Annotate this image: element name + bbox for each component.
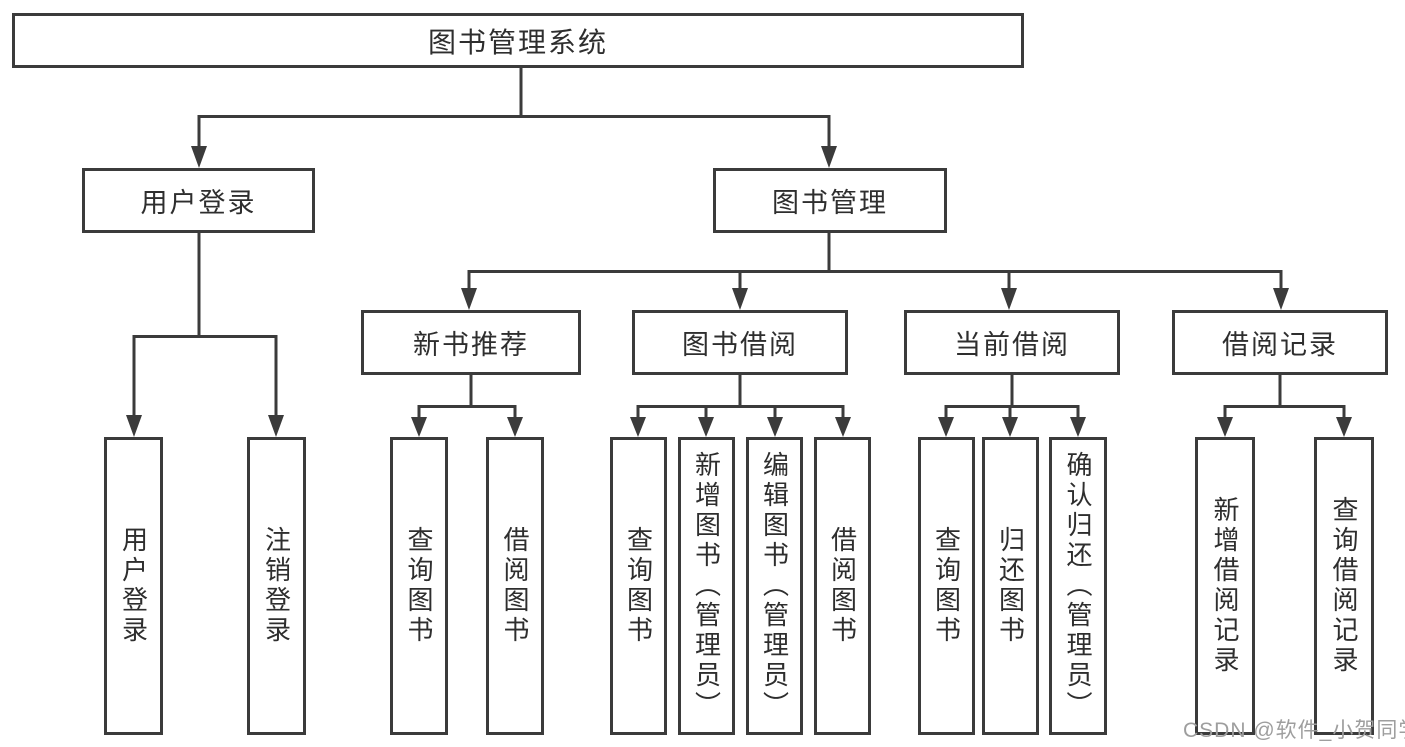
node-borrow-records-label: 借阅记录 xyxy=(1222,330,1338,360)
node-return-book-label: 归还图书 xyxy=(995,526,1026,646)
node-borrow-books-leaf-label: 借阅图书 xyxy=(827,526,858,646)
connector-new-book-to-leaves xyxy=(417,375,517,419)
node-user-login-leaf-label: 用户登录 xyxy=(118,526,149,646)
node-query-borrow-record: 查询借阅记录 xyxy=(1314,437,1374,735)
node-edit-book-admin-label: 编辑图书（管理员） xyxy=(759,451,790,721)
node-borrow-books-recommend: 借阅图书 xyxy=(486,437,544,735)
node-book-borrow-label: 图书借阅 xyxy=(682,330,798,360)
node-add-book-admin: 新增图书（管理员） xyxy=(678,437,735,735)
node-root: 图书管理系统 xyxy=(12,13,1024,68)
node-edit-book-admin: 编辑图书（管理员） xyxy=(746,437,803,735)
arrowheads-book-borrow-to-leaves xyxy=(630,417,851,437)
arrowheads-current-borrow-to-leaves xyxy=(938,417,1086,437)
node-user-login-label: 用户登录 xyxy=(140,188,257,218)
node-logout-leaf-label: 注销登录 xyxy=(261,526,292,646)
node-new-book-recommend-label: 新书推荐 xyxy=(413,330,529,360)
node-user-login: 用户登录 xyxy=(82,168,315,233)
node-logout-leaf: 注销登录 xyxy=(247,437,306,735)
node-query-books-current-label: 查询图书 xyxy=(931,526,962,646)
connector-user-login-to-leaves xyxy=(132,233,278,417)
node-new-book-recommend: 新书推荐 xyxy=(361,310,581,375)
node-book-management: 图书管理 xyxy=(713,168,947,233)
connector-book-management-to-level3 xyxy=(467,233,1283,290)
node-user-login-leaf: 用户登录 xyxy=(104,437,163,735)
node-borrow-books-leaf: 借阅图书 xyxy=(814,437,871,735)
csdn-watermark: CSDN @软件_小贺同学 xyxy=(1183,714,1405,744)
connector-borrow-records-to-leaves xyxy=(1223,375,1346,419)
node-query-books-borrow: 查询图书 xyxy=(610,437,667,735)
node-current-borrow: 当前借阅 xyxy=(904,310,1120,375)
arrowheads-borrow-records-to-leaves xyxy=(1217,417,1352,437)
node-add-book-admin-label: 新增图书（管理员） xyxy=(691,451,722,721)
connector-current-borrow-to-leaves xyxy=(944,375,1080,419)
node-confirm-return-admin: 确认归还（管理员） xyxy=(1049,437,1107,735)
node-current-borrow-label: 当前借阅 xyxy=(954,330,1070,360)
node-query-borrow-record-label: 查询借阅记录 xyxy=(1329,496,1359,676)
node-add-borrow-record-label: 新增借阅记录 xyxy=(1210,496,1240,676)
arrowheads-new-book-to-leaves xyxy=(411,417,523,437)
node-book-borrow: 图书借阅 xyxy=(632,310,848,375)
node-return-book: 归还图书 xyxy=(982,437,1039,735)
node-borrow-books-recommend-label: 借阅图书 xyxy=(500,526,530,646)
arrowheads-book-management-to-level3 xyxy=(461,288,1289,310)
node-confirm-return-admin-label: 确认归还（管理员） xyxy=(1063,451,1093,721)
node-root-label: 图书管理系统 xyxy=(427,26,608,58)
node-query-books-recommend-label: 查询图书 xyxy=(404,526,434,646)
connector-book-borrow-to-leaves xyxy=(636,375,845,419)
node-book-management-label: 图书管理 xyxy=(772,188,888,218)
csdn-watermark-text: CSDN @软件_小贺同学 xyxy=(1183,719,1405,742)
node-query-books-recommend: 查询图书 xyxy=(390,437,448,735)
node-add-borrow-record: 新增借阅记录 xyxy=(1195,437,1255,735)
node-query-books-current: 查询图书 xyxy=(918,437,975,735)
node-query-books-borrow-label: 查询图书 xyxy=(623,526,654,646)
arrowheads-user-login-to-leaves xyxy=(126,415,284,437)
connector-root-to-level2 xyxy=(197,68,831,148)
node-borrow-records: 借阅记录 xyxy=(1172,310,1388,375)
arrowheads-root-to-level2 xyxy=(191,146,837,168)
